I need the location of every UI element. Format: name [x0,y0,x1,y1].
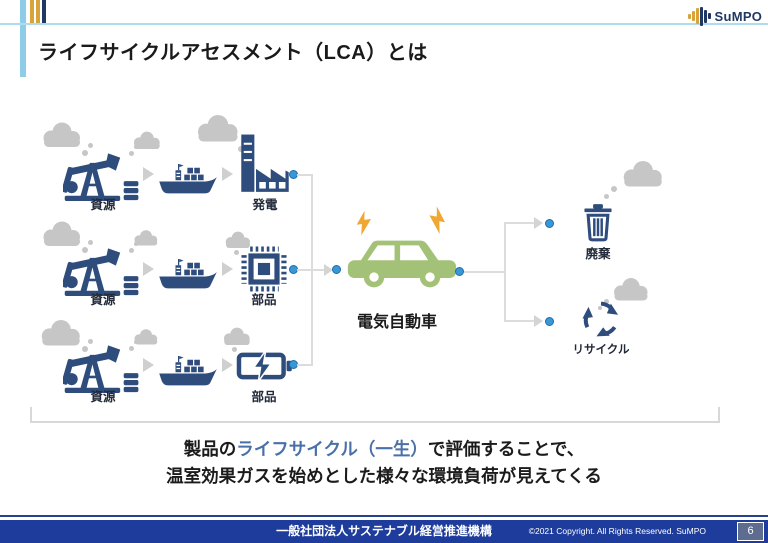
connector-node [455,267,464,276]
lifecycle-row-parts-battery: 資源 部品 [30,300,350,404]
flow-arrow-icon [143,358,154,372]
emission-cloud-icon [192,112,244,145]
scope-bracket [30,407,720,423]
battery-icon [236,348,294,384]
smoke-dot [134,145,138,149]
caption-line-2: 温室効果ガスを始めとした様々な環境負荷が見えてくる [166,466,602,486]
smoke-dot [604,299,609,304]
stage-label: 資源 [90,390,116,404]
accent-vertical-bar [20,0,26,77]
trash-bin-icon [582,202,614,242]
end-label: リサイクル [572,344,630,356]
footer-bar: 一般社団法人サステナブル経営推進機構 ©2021 Copyright. All … [0,520,768,543]
connector-line [504,222,536,224]
caption-line-1: 製品のライフサイクル（一生）で評価することで、 [0,436,768,463]
brand-name: SuMPO [714,8,763,24]
end-label: 廃棄 [585,247,611,261]
lifecycle-row-power: 資源 発電 [30,110,350,212]
stage-label: 部品 [251,390,277,404]
smoke-dot [129,346,134,351]
lightning-bolt-icon [425,204,450,235]
arrowhead-icon [534,315,543,327]
footer-rule [0,515,768,517]
emission-cloud-icon [38,120,86,150]
flow-arrow-icon [143,167,154,181]
page-number: 6 [737,522,764,541]
connector-line [504,222,506,322]
center-label: 電気自動車 [356,314,437,331]
smoke-dot [232,347,237,352]
smoke-dot [134,340,138,344]
recycle-icon [580,297,622,339]
footer-copyright: ©2021 Copyright. All Rights Reserved. Su… [528,526,706,536]
accent-gold-bar [30,0,34,24]
smoke-dot [129,151,134,156]
smoke-dot [237,341,241,345]
smoke-dot [598,306,602,310]
smoke-dot [134,242,138,246]
cargo-ship-icon [158,350,218,392]
header-rule [0,23,768,25]
cargo-ship-icon [158,158,218,200]
page-title: ライフサイクルアセスメント（LCA）とは [38,42,428,64]
smoke-dot [238,146,244,152]
factory-icon [238,126,292,202]
arrowhead-icon [324,263,333,276]
footer-organization: 一般社団法人サステナブル経営推進機構 [276,524,492,538]
connector-line [504,320,536,322]
cpu-chip-icon [238,243,290,295]
smoke-dot [82,247,88,253]
caption-highlight: ライフサイクル（一生） [236,439,428,459]
flow-arrow-icon [222,262,233,276]
accent-navy-bar [42,0,46,24]
connector-line [297,173,313,176]
smoke-dot [129,248,134,253]
stage-label: 資源 [90,293,116,307]
arrowhead-icon [534,217,543,229]
smoke-dot [88,240,93,245]
emission-cloud-icon [618,158,668,190]
smoke-dot [611,186,617,192]
lifecycle-row-parts-chip: 資源 部品 [30,205,350,307]
connector-node [332,265,341,274]
flow-arrow-icon [222,167,233,181]
smoke-dot [239,244,243,248]
connector-line [297,268,313,271]
smoke-dot [88,143,93,148]
flow-arrow-icon [222,358,233,372]
sumpo-logo: SuMPO [688,5,762,27]
stage-label: 発電 [252,198,278,212]
electric-car-icon [346,234,458,294]
smoke-dot [234,250,239,255]
caption-suffix: で評価することで、 [427,439,585,459]
sumpo-wave-icon [688,6,711,26]
smoke-dot [604,194,609,199]
connector-line [297,363,313,366]
connector-node [545,218,554,228]
caption: 製品のライフサイクル（一生）で評価することで、 温室効果ガスを始めとした様々な環… [0,436,768,490]
connector-line [464,270,506,273]
stage-label: 部品 [251,293,277,307]
connector-line [311,268,325,271]
stage-label: 資源 [90,198,116,212]
smoke-dot [88,339,93,344]
flow-arrow-icon [143,262,154,276]
smoke-dot [82,346,88,352]
connector-node [545,316,554,326]
smoke-dot [82,150,88,156]
cargo-ship-icon [158,253,218,295]
lightning-bolt-icon [353,209,374,237]
caption-prefix: 製品の [183,439,237,459]
accent-gold-bar [36,0,40,24]
